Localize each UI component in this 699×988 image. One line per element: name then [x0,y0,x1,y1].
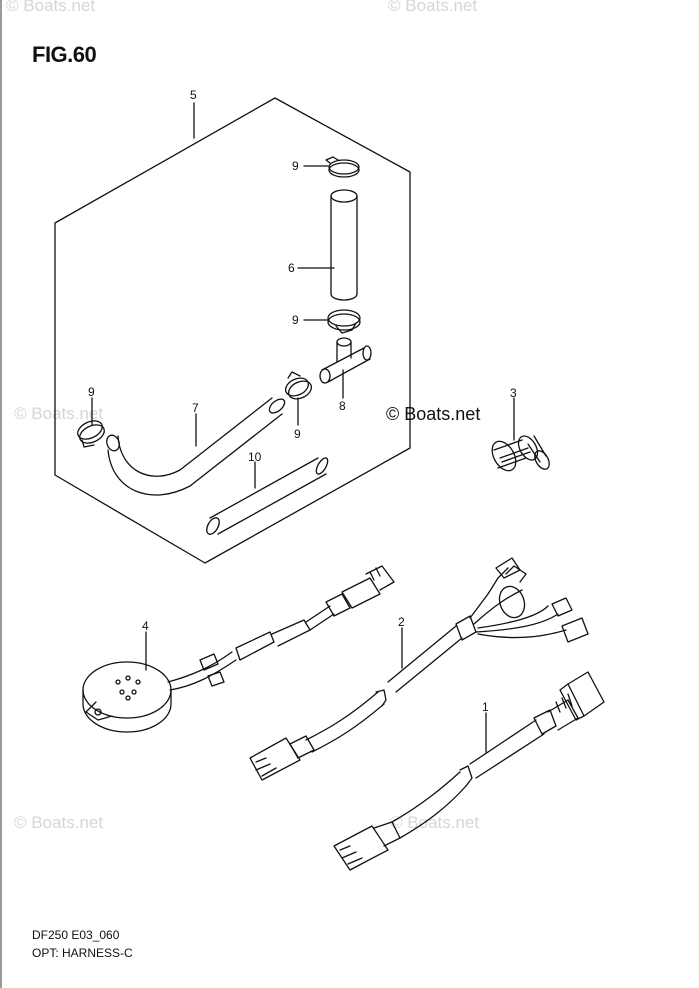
callout-number: 10 [248,450,262,464]
t-fitting-icon [319,337,372,384]
section-name: OPT: HARNESS-C [32,946,133,960]
model-code: DF250 E03_060 [32,928,120,942]
bent-hose-icon [106,397,286,496]
hose-clamp-icon [284,371,313,400]
straight-hose-icon [330,189,358,301]
callout-number: 9 [88,385,95,399]
figure-title: FIG.60 [32,42,97,67]
watermark: © Boats.net [390,813,480,832]
main-harness-icon [249,557,589,781]
sensor-harness-icon [82,565,395,733]
watermark: © Boats.net [388,0,478,15]
callout-number: 3 [510,386,517,400]
watermark: © Boats.net [6,0,96,15]
left-border [0,0,2,988]
watermark: © Boats.net [14,813,104,832]
watermark: © Boats.net [14,404,104,423]
callout-number: 4 [142,619,149,633]
callout-number: 9 [292,159,299,173]
short-hose-icon [206,457,329,535]
callout-number: 9 [294,427,301,441]
callout-number: 9 [292,313,299,327]
hose-clamp-icon [77,420,105,448]
callout-number: 6 [288,261,295,275]
callout-number: 2 [398,615,405,629]
extension-harness-icon [333,671,605,871]
callout-number: 5 [190,88,197,102]
hose-clamp-icon [325,156,360,178]
callout-number: 7 [192,401,199,415]
kit-boundary [54,97,411,564]
callout-number: 1 [482,700,489,714]
callout-number: 8 [339,399,346,413]
hose-clamp-icon [327,309,361,334]
grommet-plug-icon [491,435,550,472]
